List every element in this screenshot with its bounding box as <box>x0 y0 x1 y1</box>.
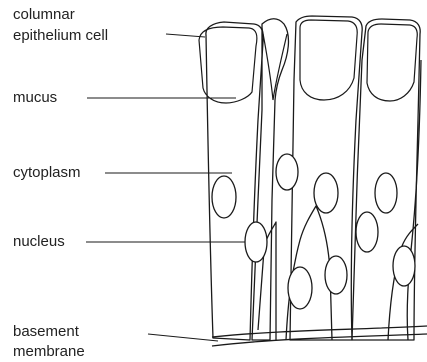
nucleus-9 <box>393 246 415 286</box>
nucleus-1 <box>212 176 236 218</box>
nucleus-8 <box>375 173 397 213</box>
label-columnar-line2: epithelium cell <box>13 26 108 45</box>
nucleus-7 <box>356 212 378 252</box>
label-cytoplasm: cytoplasm <box>13 163 81 182</box>
nucleus-6 <box>325 256 347 294</box>
nucleus-5 <box>314 173 338 213</box>
leader-columnar <box>166 34 205 37</box>
nucleus-3 <box>276 154 298 190</box>
leader-basement <box>148 334 218 341</box>
goblet-mucus <box>262 28 287 100</box>
nucleus-4 <box>288 267 312 309</box>
cell-4-mucus <box>367 24 417 101</box>
label-columnar-line1: columnar <box>13 5 75 24</box>
cell-1-mucus <box>199 27 257 103</box>
label-basement-line2: membrane <box>13 342 85 361</box>
label-nucleus: nucleus <box>13 232 65 251</box>
nucleus-2 <box>245 222 267 262</box>
label-mucus: mucus <box>13 88 57 107</box>
label-basement-line1: basement <box>13 322 79 341</box>
cell-3-mucus <box>300 20 357 100</box>
